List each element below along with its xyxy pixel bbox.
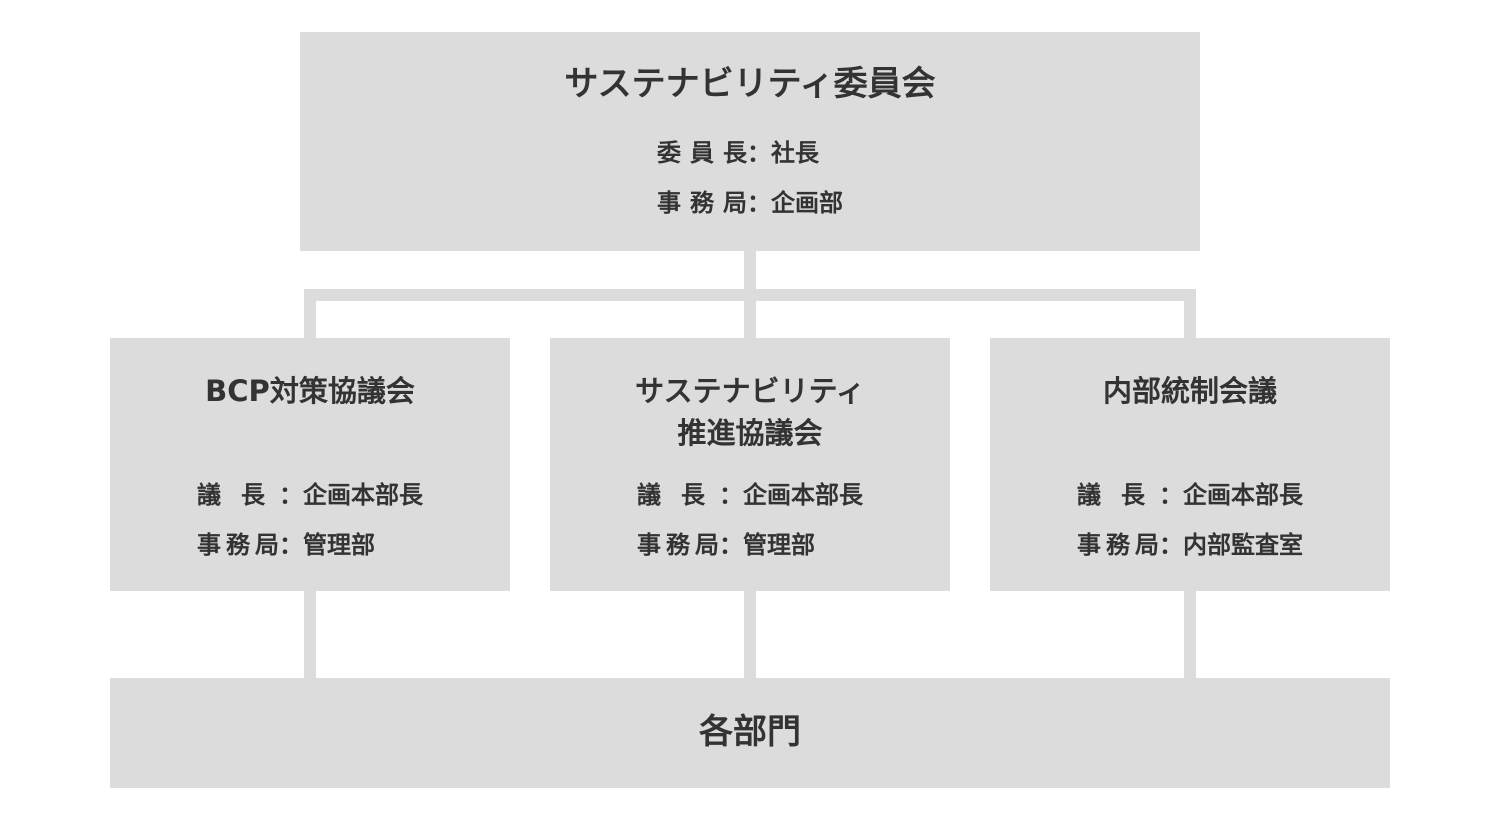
secretariat-row: 事務局：企画部 <box>657 178 843 228</box>
row-value: 企画部 <box>771 189 843 217</box>
sustainability-promotion-council-title-line1: サステナビリティ <box>635 374 865 408</box>
connector-left-bottom <box>304 590 316 680</box>
sustainability-promotion-council-box: サステナビリティ 推進協議会 議長 ：企画本部長 事務局：管理部 <box>550 338 950 591</box>
row-separator: ： <box>747 189 771 217</box>
bcp-council-info: 議長 ：企画本部長 事務局：管理部 <box>110 470 510 570</box>
bcp-council-title: BCP対策協議会 <box>205 374 415 408</box>
row-separator: ： <box>1159 531 1183 559</box>
row-separator: ： <box>279 481 303 509</box>
row-label: 事務局 <box>657 189 747 217</box>
row-separator: ： <box>719 481 743 509</box>
chairperson-row: 委員長：社長 <box>657 128 843 178</box>
sustainability-promotion-council-title-line2: 推進協議会 <box>677 416 823 450</box>
connector-right-bottom <box>1184 590 1196 680</box>
row-value: 内部監査室 <box>1183 531 1303 559</box>
connector-left-down <box>304 289 316 339</box>
chair-row: 議長 ：企画本部長 <box>197 470 423 520</box>
row-value: 企画本部長 <box>1183 481 1303 509</box>
connector-center-bottom <box>744 590 756 680</box>
row-value: 管理部 <box>303 531 375 559</box>
sustainability-promotion-council-info: 議長 ：企画本部長 事務局：管理部 <box>550 470 950 570</box>
internal-control-meeting-box: 内部統制会議 議長 ：企画本部長 事務局：内部監査室 <box>990 338 1390 591</box>
row-separator: ： <box>719 531 743 559</box>
row-label: 議長 <box>637 481 705 509</box>
chair-row: 議長 ：企画本部長 <box>1077 470 1303 520</box>
row-label: 事務局 <box>1077 531 1159 559</box>
departments-box: 各部門 <box>110 678 1390 788</box>
row-label: 委員長 <box>657 139 747 167</box>
row-separator: ： <box>1159 481 1183 509</box>
internal-control-meeting-title: 内部統制会議 <box>1102 374 1277 408</box>
row-label: 事務局 <box>637 531 719 559</box>
sustainability-committee-box: サステナビリティ委員会 委員長：社長 事務局：企画部 <box>300 32 1200 251</box>
row-value: 管理部 <box>743 531 815 559</box>
connector-right-down <box>1184 289 1196 339</box>
departments-title: 各部門 <box>699 712 801 752</box>
row-label: 議長 <box>197 481 265 509</box>
connector-top-vertical <box>744 251 756 291</box>
chair-row: 議長 ：企画本部長 <box>637 470 863 520</box>
sustainability-committee-info: 委員長：社長 事務局：企画部 <box>300 128 1200 228</box>
secretariat-row: 事務局：内部監査室 <box>1077 520 1303 570</box>
bcp-council-box: BCP対策協議会 議長 ：企画本部長 事務局：管理部 <box>110 338 510 591</box>
row-value: 社長 <box>771 139 819 167</box>
row-value: 企画本部長 <box>743 481 863 509</box>
row-value: 企画本部長 <box>303 481 423 509</box>
row-separator: ： <box>279 531 303 559</box>
secretariat-row: 事務局：管理部 <box>637 520 863 570</box>
secretariat-row: 事務局：管理部 <box>197 520 423 570</box>
row-label: 議長 <box>1077 481 1145 509</box>
connector-center-down <box>744 289 756 339</box>
row-separator: ： <box>747 139 771 167</box>
sustainability-committee-title: サステナビリティ委員会 <box>564 64 936 104</box>
internal-control-meeting-info: 議長 ：企画本部長 事務局：内部監査室 <box>990 470 1390 570</box>
row-label: 事務局 <box>197 531 279 559</box>
